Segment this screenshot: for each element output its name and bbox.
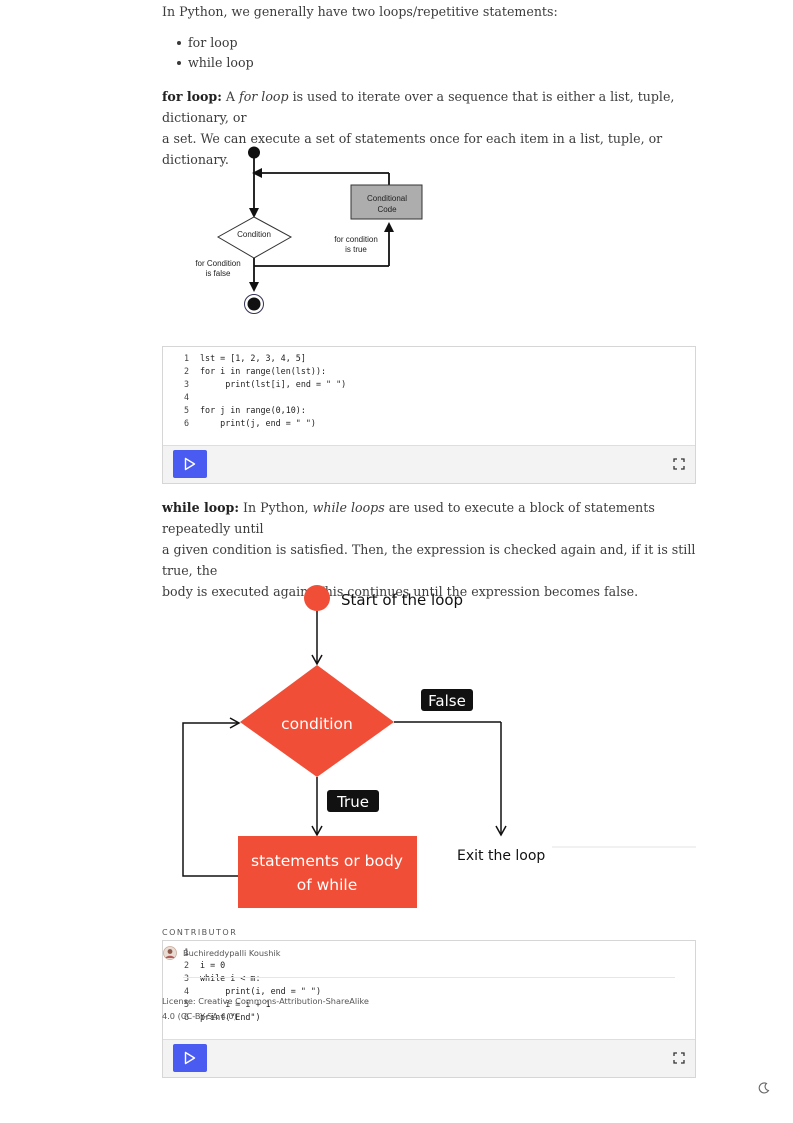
- code-line: 6 print(j, end = " "): [183, 418, 316, 428]
- conditional-code-box: [350, 184, 423, 220]
- run-button[interactable]: [173, 450, 207, 478]
- moon-icon[interactable]: [754, 1078, 774, 1098]
- loops-list: for loop while loop: [162, 33, 254, 73]
- contributor-label: CONTRIBUTOR: [162, 928, 238, 937]
- license-text-2: 4.0 (CC-BY-SA 4.0): [162, 1011, 237, 1021]
- avatar[interactable]: [163, 946, 177, 960]
- code-toolbar: [163, 1039, 695, 1077]
- intro-text: In Python, we generally have two loops/r…: [162, 4, 558, 19]
- run-button[interactable]: [173, 1044, 207, 1072]
- for-loop-term: for loop:: [162, 89, 222, 104]
- code-line: 3 print(lst[i], end = " "): [183, 379, 347, 389]
- true-badge: [327, 790, 379, 812]
- body-box: [238, 836, 417, 908]
- true-label: True: [336, 793, 369, 811]
- conditional-code-label-2: Code: [377, 205, 397, 214]
- condition-diamond: [240, 665, 394, 777]
- loop-back-arrow: [182, 717, 241, 877]
- code-toolbar: [163, 445, 695, 483]
- contributor-name[interactable]: Buchireddypalli Koushik: [183, 948, 281, 958]
- play-icon: [184, 457, 196, 471]
- code-line: 1: [183, 947, 189, 957]
- play-icon: [184, 1051, 196, 1065]
- code-line: 5 i = i + 1: [183, 999, 271, 1009]
- while-text-em: while loops: [312, 500, 385, 515]
- while-loop-flowchart: Start of the loop condition False Exit t…: [182, 585, 696, 908]
- while-loop-term: while loop:: [162, 500, 240, 515]
- start-circle: [304, 585, 330, 611]
- code-line: 4 print(i, end = " "): [183, 986, 322, 996]
- start-node: [248, 146, 260, 159]
- for-text-a: A: [225, 89, 236, 104]
- true-branch-label-2: is true: [345, 245, 367, 254]
- body-label-2: of while: [297, 876, 358, 894]
- false-badge: [421, 689, 473, 711]
- exit-label: Exit the loop: [457, 848, 545, 864]
- condition-label: condition: [281, 715, 353, 733]
- start-label: Start of the loop: [341, 591, 463, 609]
- list-item: while loop: [162, 53, 254, 73]
- false-label: False: [428, 692, 466, 710]
- while-text-line3: body is executed again. This continues u…: [162, 584, 639, 599]
- code-line: 4: [183, 392, 189, 402]
- while-text-rest1: are used to execute a block of statement…: [162, 500, 655, 536]
- for-text-rest2: a set. We can execute a set of statement…: [162, 131, 663, 167]
- while-text-pre: In Python,: [239, 500, 313, 515]
- for-text-em: for loop: [239, 89, 289, 104]
- for-loop-paragraph: for loop: A for loop is used to iterate …: [162, 86, 702, 170]
- divider: [183, 977, 675, 978]
- expand-icon[interactable]: [673, 1052, 685, 1064]
- false-branch-label-2: is false: [206, 269, 231, 278]
- while-text-line2: a given condition is satisfied. Then, th…: [162, 542, 696, 578]
- false-branch-label-1: for Condition: [195, 259, 240, 268]
- true-branch-label-1: for condition: [334, 235, 378, 244]
- conditional-code-label-1: Conditional: [367, 194, 407, 203]
- condition-label: Condition: [237, 230, 271, 239]
- body-label-1: statements or body: [251, 852, 403, 870]
- expand-icon[interactable]: [673, 458, 685, 470]
- while-loop-paragraph: while loop: In Python, while loops are u…: [162, 497, 702, 602]
- list-item: for loop: [162, 33, 254, 53]
- license-text-1: License: Creative Commons-Attribution-Sh…: [162, 996, 369, 1006]
- for-loop-flowchart: Conditional Code Condition for condition…: [195, 146, 423, 314]
- for-text-rest1: is used to iterate over a sequence that …: [162, 89, 675, 125]
